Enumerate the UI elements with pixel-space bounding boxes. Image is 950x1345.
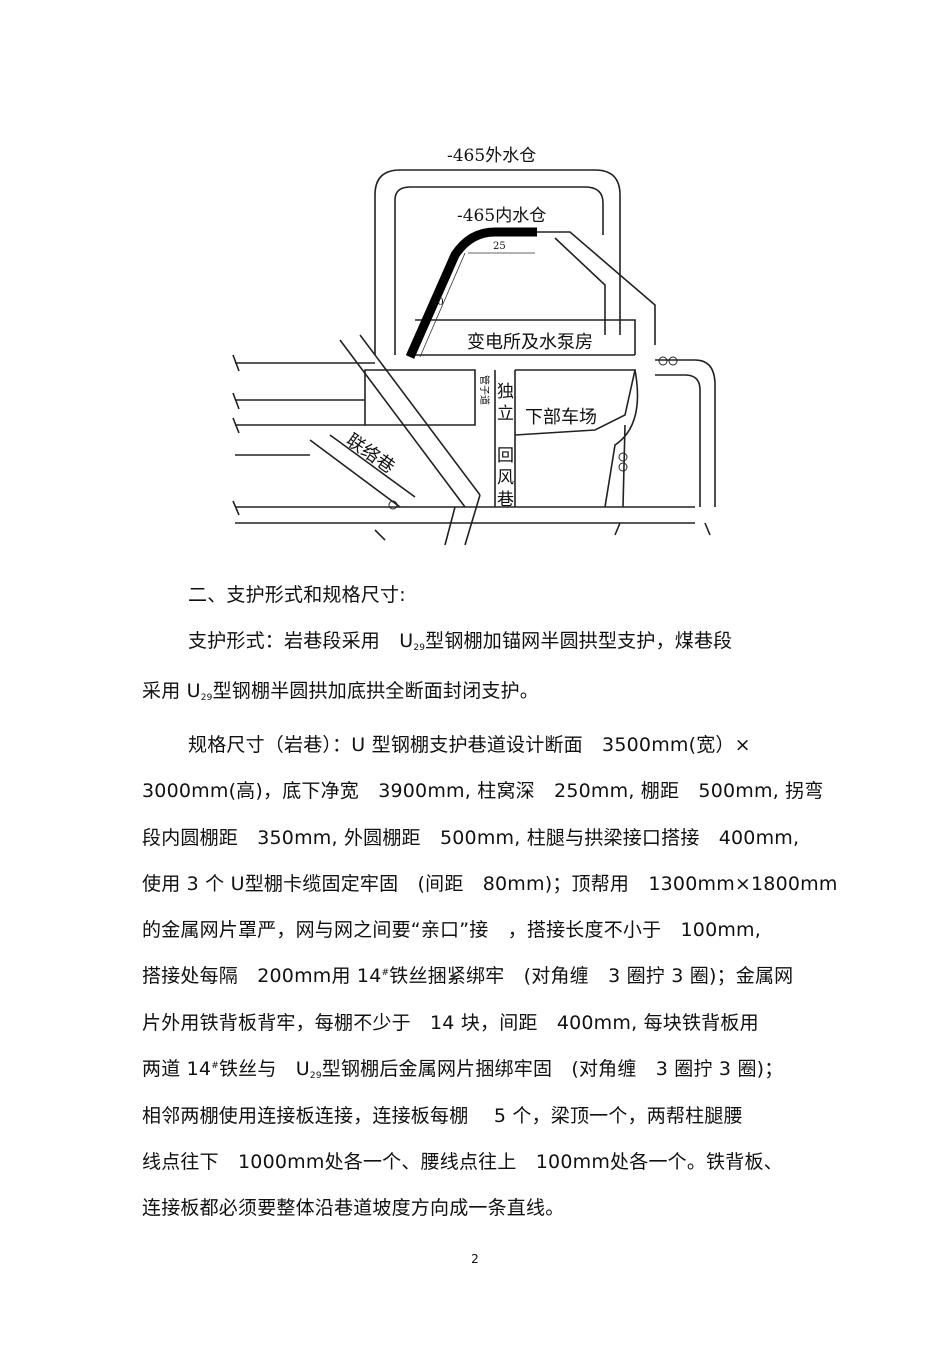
lower-yard — [514, 369, 636, 436]
outer-sump-outline — [374, 169, 656, 355]
label-inner-sump: -465内水仓 — [457, 206, 546, 226]
label-independent-1: 独 — [497, 382, 514, 402]
central-block — [364, 369, 476, 426]
spec-line-1: 规格尺寸（岩巷）：U 型钢棚支护巷道设计断面 3500mm(宽）× — [188, 734, 751, 756]
page-number: 2 — [471, 1252, 479, 1266]
spec-line-10: 线点往下 1000mm处各一个、腰线点往上 100mm处各一个。铁背板、 — [142, 1151, 783, 1173]
outer-sump-inner-outline — [394, 186, 604, 355]
spec-line-8: 两道 14#铁丝与 U29型钢棚后金属网片捆绑牢固 (对角缠 3 圈拧 3 圈)… — [142, 1058, 784, 1081]
spec-line-9: 相邻两棚使用连接板连接，连接板每棚 5 个，梁顶一个，两帮柱腿腰 — [142, 1105, 743, 1127]
spec-line-11: 连接板都必须要整体沿巷道坡度方向成一条直线。 — [142, 1197, 565, 1219]
spec-line-2: 3000mm(高)，底下净宽 3900mm, 柱窝深 250mm, 棚距 500… — [142, 780, 824, 802]
label-dim-40: 40 — [431, 297, 444, 308]
support-form-line-2: 采用 U29型钢棚半圆拱加底拱全断面封闭支护。 — [142, 680, 540, 703]
label-outer-sump: -465外水仓 — [447, 146, 536, 166]
substation-room — [415, 319, 636, 355]
label-independent-3: 回 — [497, 446, 514, 466]
dim-line-40 — [419, 252, 466, 358]
section-heading: 二、支护形式和规格尺寸: — [188, 584, 406, 606]
liaison-roadway — [309, 439, 401, 508]
right-loop — [655, 359, 716, 507]
spec-line-3: 段内圆棚距 350mm, 外圆棚距 500mm, 柱腿与拱梁接口搭接 400mm… — [142, 827, 800, 849]
spec-line-4: 使用 3 个 U型棚卡缆固定牢固 (间距 80mm)；顶帮用 1300mm×18… — [142, 873, 838, 895]
label-lower-yard: 下部车场 — [525, 407, 597, 428]
door-symbol — [388, 500, 398, 510]
label-independent-5: 巷 — [497, 490, 514, 510]
label-substation: 变电所及水泵房 — [467, 332, 593, 353]
inner-sump-thick-wall — [405, 227, 537, 359]
spec-line-7: 片外用铁背板背牢，每棚不少于 14 块，间距 400mm, 每块铁背板用 — [142, 1012, 759, 1034]
mine-layout-diagram: -465外水仓 -465内水仓 25 40 变电所及水泵房 下部车场 联络巷 独… — [225, 135, 725, 555]
fan-symbol-2 — [618, 452, 628, 462]
inner-sump-wall — [535, 231, 621, 335]
spec-line-6: 搭接处每隔 200mm用 14#铁丝捆紧绑牢 (对角缠 3 圈拧 3 圈)；金属… — [142, 965, 794, 987]
inclined-shaft — [339, 339, 466, 508]
support-form-line-1: 支护形式：岩巷段采用 U29型钢棚加锚网半圆拱型支护，煤巷段 — [188, 630, 733, 653]
spec-line-5: 的金属网片罩严，网与网之间要“亲口”接 ，搭接长度不小于 100mm, — [142, 919, 762, 941]
label-dim-25: 25 — [493, 241, 506, 252]
label-side-note: 管子道 — [478, 375, 491, 405]
fan-symbol-1 — [658, 356, 668, 366]
diagram-svg: -465外水仓 -465内水仓 25 40 变电所及水泵房 下部车场 联络巷 独… — [232, 146, 716, 546]
label-independent-2: 立 — [497, 404, 514, 424]
label-independent-4: 风 — [497, 468, 514, 488]
